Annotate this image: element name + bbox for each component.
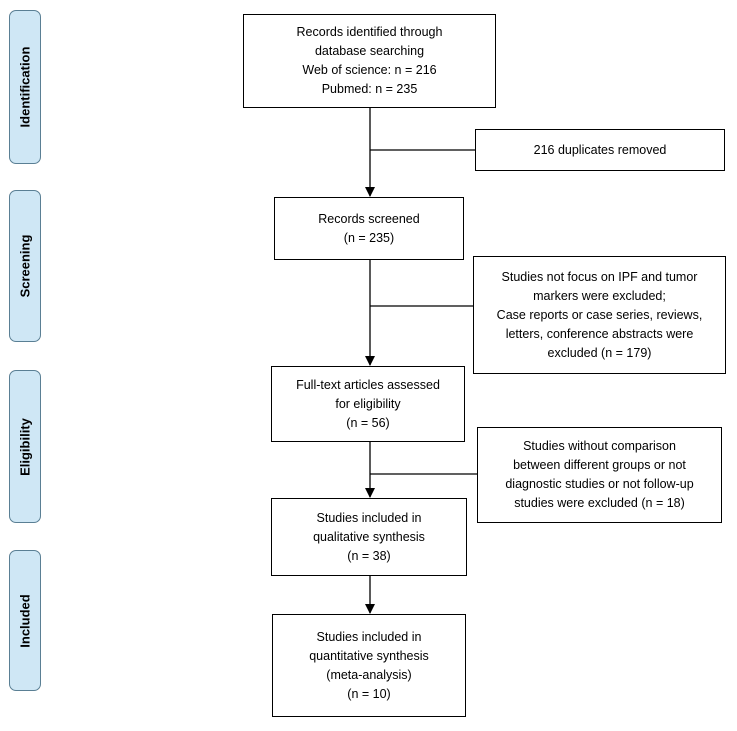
records-screened-line-1: Records screened	[318, 211, 420, 226]
screening-excluded-line-5: excluded (n = 179)	[547, 345, 652, 360]
quantitative-line-1: Studies included in	[316, 629, 422, 644]
fulltext-assessed-line-3: (n = 56)	[346, 415, 390, 430]
screening-excluded-line-3: Case reports or case series, reviews,	[496, 307, 703, 322]
box-duplicates-removed: 216 duplicates removed	[475, 129, 725, 171]
screening-excluded-line-1: Studies not focus on IPF and tumor	[501, 269, 698, 284]
records-identified-line-2: database searching	[314, 44, 425, 58]
records-screened-line-2: (n = 235)	[343, 230, 395, 245]
quantitative-line-2: quantitative synthesis	[309, 648, 429, 663]
box-quantitative-synthesis: Studies included in quantitative synthes…	[272, 614, 466, 717]
records-identified-line-4: Pubmed: n = 235	[321, 82, 418, 96]
qualitative-line-1: Studies included in	[316, 510, 422, 525]
screening-excluded-line-4: letters, conference abstracts were	[505, 326, 694, 341]
phase-included: Included	[9, 550, 41, 691]
quantitative-line-3: (meta-analysis)	[326, 667, 412, 682]
phase-screening: Screening	[9, 190, 41, 342]
qualitative-line-3: (n = 38)	[347, 548, 391, 563]
eligibility-excluded-line-3: diagnostic studies or not follow-up	[505, 477, 694, 491]
eligibility-excluded-line-4: studies were excluded (n = 18)	[514, 496, 685, 510]
eligibility-excluded-line-2: between different groups or not	[513, 458, 686, 472]
box-screening-excluded: Studies not focus on IPF and tumor marke…	[473, 256, 726, 374]
box-qualitative-synthesis: Studies included in qualitative synthesi…	[271, 498, 467, 576]
box-records-identified: Records identified through database sear…	[243, 14, 496, 108]
eligibility-excluded-line-1: Studies without comparison	[523, 439, 676, 453]
duplicates-removed-line-1: 216 duplicates removed	[533, 142, 667, 157]
screening-excluded-line-2: markers were excluded;	[533, 288, 666, 303]
phase-identification: Identification	[9, 10, 41, 164]
box-eligibility-excluded: Studies without comparison between diffe…	[477, 427, 722, 523]
box-fulltext-assessed: Full-text articles assessed for eligibil…	[271, 366, 465, 442]
phase-eligibility: Eligibility	[9, 370, 41, 523]
fulltext-assessed-line-1: Full-text articles assessed	[296, 377, 440, 392]
fulltext-assessed-line-2: for eligibility	[335, 396, 401, 411]
records-identified-line-1: Records identified through	[296, 25, 443, 39]
records-identified-line-3: Web of science: n = 216	[302, 63, 437, 77]
quantitative-line-4: (n = 10)	[347, 686, 391, 701]
qualitative-line-2: qualitative synthesis	[313, 529, 425, 544]
box-records-screened: Records screened (n = 235)	[274, 197, 464, 260]
